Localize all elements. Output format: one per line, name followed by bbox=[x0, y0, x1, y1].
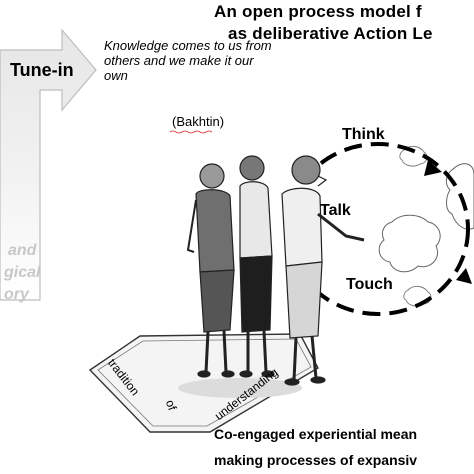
cycle-item-touch: Touch bbox=[346, 276, 393, 293]
person-left bbox=[186, 163, 235, 378]
faded-text-3: ory bbox=[4, 286, 29, 303]
cycle-arrowhead-right bbox=[456, 268, 472, 284]
faded-text-1: and bbox=[8, 242, 37, 259]
person-middle bbox=[239, 155, 275, 378]
cloud-right bbox=[445, 163, 474, 230]
cloud-lower bbox=[403, 285, 432, 307]
person-right bbox=[281, 155, 365, 386]
cycle-item-talk: Talk bbox=[320, 202, 351, 219]
cycle-item-think: Think bbox=[342, 126, 385, 143]
footer-line-1: Co-engaged experiential mean bbox=[214, 426, 418, 442]
cycle-arrowhead-top bbox=[424, 160, 442, 176]
cloud-small bbox=[399, 145, 428, 167]
cloud-middle bbox=[378, 214, 441, 273]
quote-source: (Bakhtin) bbox=[172, 114, 225, 129]
title-line-2: as deliberative Action Le bbox=[228, 24, 433, 43]
tune-in-arrow bbox=[0, 28, 97, 301]
title-line-1: An open process model f bbox=[214, 2, 422, 21]
tune-in-label: Tune-in bbox=[10, 60, 74, 80]
quote-text: Knowledge comes to us from others and we… bbox=[104, 38, 272, 83]
faded-text-2: gical bbox=[4, 264, 41, 281]
footer-line-2: making processes of expansiv bbox=[214, 452, 418, 468]
